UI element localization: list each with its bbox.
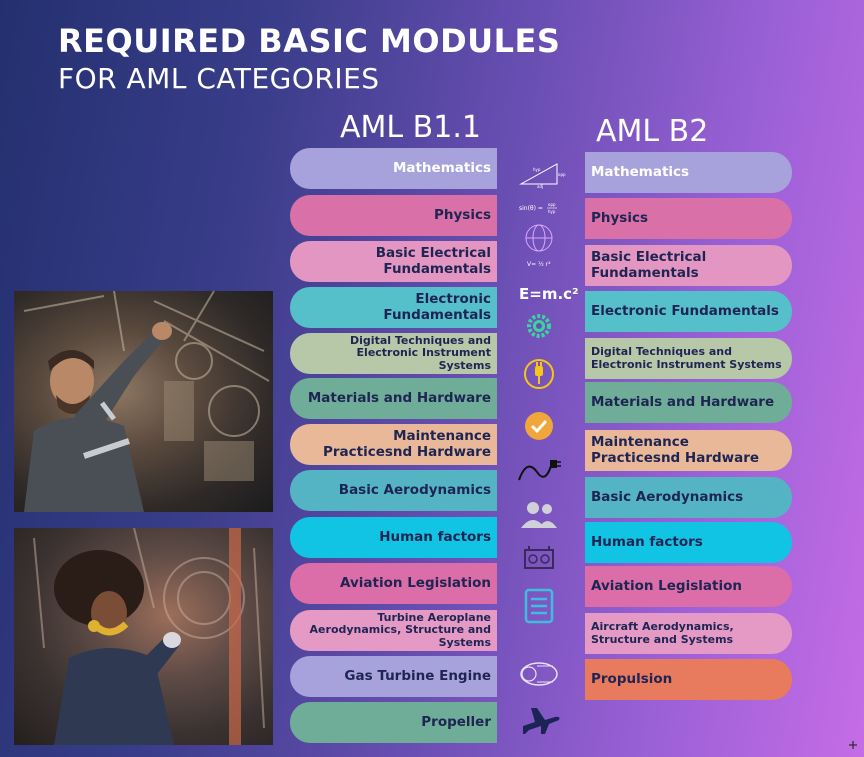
plug-icon bbox=[524, 359, 554, 389]
b2-module-electronic-fundamentals: Electronic Fundamentals bbox=[585, 291, 792, 332]
b11-module-turbine-aeroplane-aerodynamics-structure-and-systems: Turbine Aeroplane Aerodynamics, Structur… bbox=[290, 610, 497, 651]
icon-strip: hyp adj opp sin(θ) = opp hyp V= ½ r² E=m… bbox=[501, 160, 581, 740]
b2-module-human-factors: Human factors bbox=[585, 522, 792, 563]
b11-module-maintenance-practicesnd-hardware: Maintenance Practicesnd Hardware bbox=[290, 424, 497, 465]
photo-male-technician bbox=[14, 290, 273, 512]
b2-module-digital-techniques-and-electronic-instrument-systems: Digital Techniques and Electronic Instru… bbox=[585, 338, 792, 379]
gear-icon bbox=[527, 314, 551, 338]
document-list-icon bbox=[524, 588, 554, 624]
triangle-label-adj: adj bbox=[537, 184, 543, 189]
b11-module-physics: Physics bbox=[290, 195, 497, 236]
airplane-icon bbox=[523, 708, 560, 734]
b2-module-aircraft-aerodynamics-structure-and-systems: Aircraft Aerodynamics, Structure and Sys… bbox=[585, 613, 792, 654]
physics-formula-text: V= ½ r² bbox=[527, 261, 551, 268]
title-line-2: FOR AML CATEGORIES bbox=[58, 62, 380, 95]
physics-formula-icon: V= ½ r² bbox=[527, 261, 551, 268]
b11-module-materials-and-hardware: Materials and Hardware bbox=[290, 378, 497, 419]
b11-module-basic-electrical-fundamentals: Basic Electrical Fundamentals bbox=[290, 241, 497, 282]
triangle-label-hyp: hyp bbox=[533, 167, 541, 172]
b11-module-gas-turbine-engine: Gas Turbine Engine bbox=[290, 656, 497, 697]
users-icon bbox=[521, 502, 557, 528]
b2-module-maintenance-practicesnd-hardware: Maintenance Practicesnd Hardware bbox=[585, 430, 792, 471]
b2-module-mathematics: Mathematics bbox=[585, 152, 792, 193]
plus-icon bbox=[849, 741, 857, 749]
b11-module-basic-aerodynamics: Basic Aerodynamics bbox=[290, 470, 497, 511]
b2-module-propulsion: Propulsion bbox=[585, 659, 792, 700]
sine-formula-text: sin(θ) = bbox=[519, 205, 543, 212]
triangle-diagram-icon: hyp adj opp bbox=[519, 163, 566, 189]
b11-module-aviation-legislation: Aviation Legislation bbox=[290, 563, 497, 604]
column-header-b11: AML B1.1 bbox=[340, 110, 481, 145]
b2-module-basic-electrical-fundamentals: Basic Electrical Fundamentals bbox=[585, 245, 792, 286]
sine-denominator: hyp bbox=[548, 209, 556, 214]
photo-female-technician bbox=[14, 527, 273, 745]
b11-module-mathematics: Mathematics bbox=[290, 148, 497, 189]
b11-module-propeller: Propeller bbox=[290, 702, 497, 743]
b2-module-physics: Physics bbox=[585, 198, 792, 239]
globe-icon bbox=[525, 224, 553, 252]
b11-module-human-factors: Human factors bbox=[290, 517, 497, 558]
triangle-label-opp: opp bbox=[558, 172, 566, 177]
check-circle-icon bbox=[525, 412, 553, 440]
column-header-b2: AML B2 bbox=[596, 114, 709, 149]
cable-plug-icon bbox=[518, 460, 561, 481]
engine-block-icon bbox=[524, 546, 554, 569]
title-line-1: REQUIRED BASIC MODULES bbox=[58, 22, 561, 60]
sine-numerator: opp bbox=[548, 202, 556, 207]
b2-module-basic-aerodynamics: Basic Aerodynamics bbox=[585, 477, 792, 518]
emc2-text: E=m.c² bbox=[519, 285, 579, 303]
b11-module-electronic-fundamentals: Electronic Fundamentals bbox=[290, 287, 497, 328]
turbine-engine-icon bbox=[520, 662, 558, 686]
sine-formula-icon: sin(θ) = opp hyp bbox=[519, 202, 557, 214]
emc2-icon: E=m.c² bbox=[519, 285, 579, 303]
b2-module-materials-and-hardware: Materials and Hardware bbox=[585, 382, 792, 423]
b11-module-digital-techniques-and-electronic-instrument-systems: Digital Techniques and Electronic Instru… bbox=[290, 333, 497, 374]
b2-module-aviation-legislation: Aviation Legislation bbox=[585, 566, 792, 607]
